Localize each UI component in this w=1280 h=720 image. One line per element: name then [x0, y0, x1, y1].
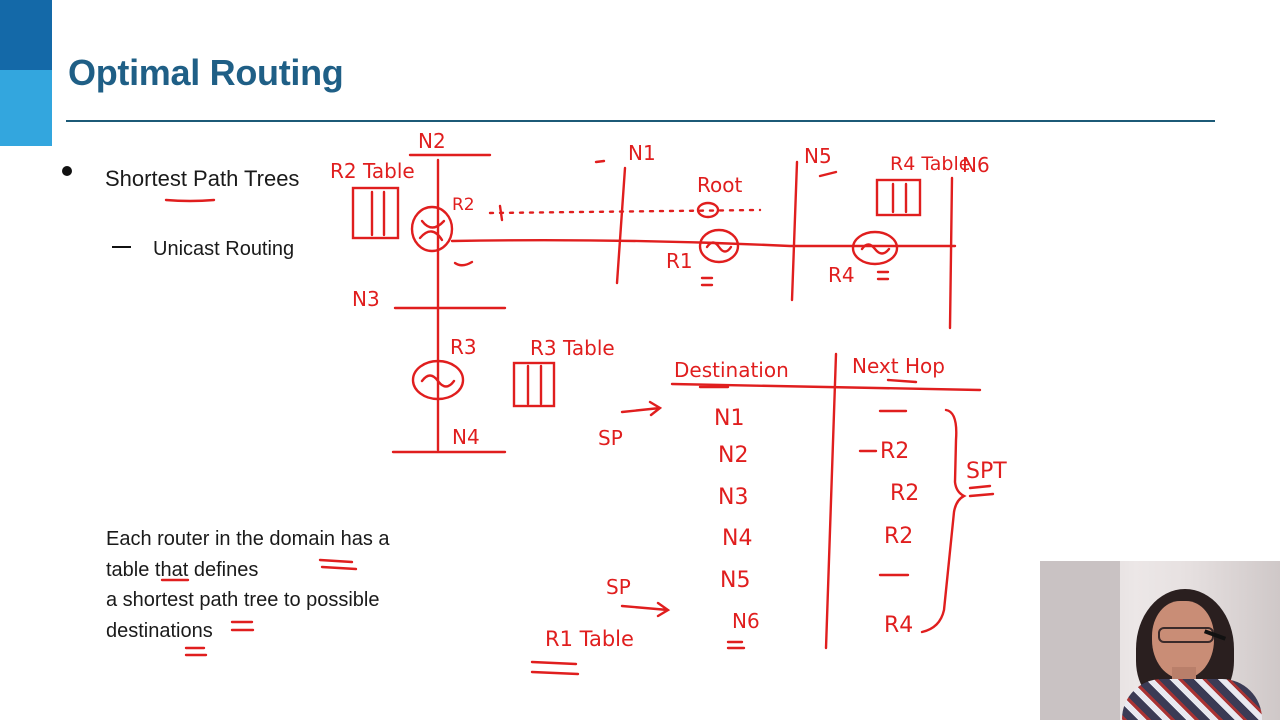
router-r1-circle [698, 228, 740, 264]
bullet-unicast-routing: Unicast Routing [153, 238, 295, 260]
label-n6: N6 [962, 153, 990, 177]
network-backbone [450, 238, 957, 248]
description-paragraph: Each router in the domain has a table th… [106, 524, 446, 646]
table-hop-n2: R2 [880, 439, 909, 464]
label-sp-lower: SP [606, 575, 631, 599]
table-dest-n2: N2 [718, 443, 748, 468]
paragraph-line: a shortest path tree to possible [106, 589, 380, 611]
table-header-destination: Destination [674, 358, 789, 382]
table-hop-n6: R4 [884, 613, 913, 638]
spt-brace [920, 408, 967, 634]
router-r3-symbol [420, 374, 456, 388]
table-dest-n1: N1 [714, 406, 744, 431]
header-marks [698, 378, 918, 389]
paragraph-line: Each router in the domain has a [106, 528, 390, 550]
label-r3: R3 [450, 335, 477, 359]
router-r4-symbol [860, 243, 891, 255]
paragraph-line: table that defines [106, 558, 259, 581]
presenter-shirt [1122, 679, 1262, 720]
title-divider [66, 120, 1215, 122]
corner-accent-dark [0, 0, 52, 70]
label-n2: N2 [418, 129, 446, 153]
label-r2-table: R2 Table [330, 159, 415, 183]
emphasis-marks [594, 159, 890, 287]
para-emphasis-2 [230, 620, 255, 632]
paragraph-line: destinations [106, 619, 213, 642]
sp-arrow-upper [620, 400, 663, 417]
label-sp-upper: SP [598, 426, 623, 450]
label-root: Root [697, 173, 742, 197]
label-r1: R1 [666, 249, 693, 273]
label-n4: N4 [452, 425, 480, 449]
table-dest-n3: N3 [718, 485, 748, 510]
webcam-background [1040, 561, 1120, 720]
table-dest-n6: N6 [732, 609, 760, 633]
label-r4: R4 [828, 263, 855, 287]
label-r2: R2 [452, 195, 475, 215]
corner-accent-light [0, 70, 52, 146]
root-circle [696, 201, 720, 219]
label-spt: SPT [966, 459, 1007, 484]
router-r1-symbol [705, 241, 733, 253]
label-r1-table: R1 Table [545, 627, 634, 651]
label-n3: N3 [352, 287, 380, 311]
table-dest-n4: N4 [722, 526, 752, 551]
router-r2-circle [410, 205, 454, 253]
label-n1: N1 [628, 141, 656, 165]
dotted-root-path [488, 208, 762, 215]
table-divider [824, 352, 838, 650]
table-header-next-hop: Next Hop [852, 354, 945, 378]
label-r3-table: R3 Table [530, 336, 615, 360]
label-n5: N5 [804, 144, 832, 168]
arrow-mark [453, 260, 474, 267]
router-r2-symbol [418, 219, 446, 242]
sp-arrow-lower [620, 601, 671, 618]
slide-title: Optimal Routing [68, 52, 344, 93]
table-header-line [670, 382, 982, 392]
router-r4-circle [851, 230, 899, 266]
r3-table-box [512, 361, 556, 408]
para-emphasis-1 [318, 558, 358, 571]
router-r3-circle [411, 359, 465, 401]
network-line-n1 [615, 166, 627, 285]
sub-bullet-dash [112, 246, 131, 248]
underline-shortest [164, 198, 216, 203]
network-line-n5 [790, 160, 799, 302]
bullet-shortest-path-trees: Shortest Path Trees [105, 166, 300, 191]
label-r4-table: R4 Table [890, 153, 970, 175]
table-hop-n3: R2 [890, 481, 919, 506]
r4-table-box [875, 178, 922, 217]
r2-table-box [351, 186, 400, 240]
table-hop-n4: R2 [884, 524, 913, 549]
spt-marks [968, 484, 995, 498]
r1-table-underline [530, 660, 580, 676]
table-dest-n5: N5 [720, 568, 750, 593]
network-line-n6 [948, 176, 954, 330]
root-tick [498, 204, 504, 222]
n6-marks [726, 640, 746, 650]
para-emphasis-3 [184, 646, 208, 657]
presenter-webcam [1040, 561, 1280, 720]
bullet-dot [62, 166, 72, 176]
